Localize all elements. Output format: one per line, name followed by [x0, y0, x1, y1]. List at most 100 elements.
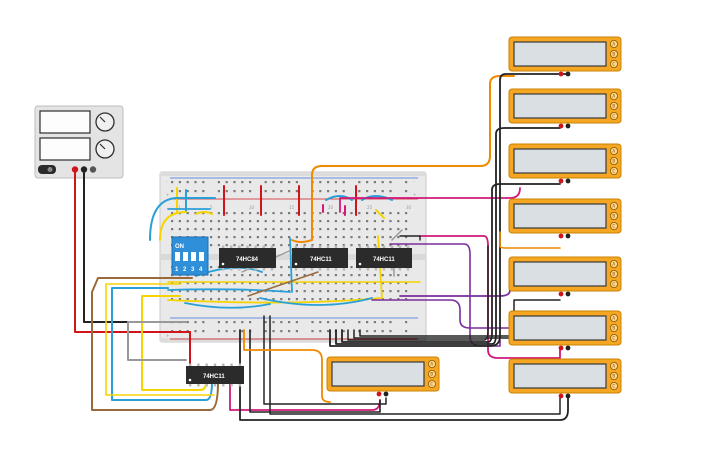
- meter-probe-positive[interactable]: [558, 291, 564, 297]
- breadboard-hole[interactable]: [233, 236, 236, 239]
- wire-black-short[interactable]: [399, 235, 421, 241]
- breadboard-hole[interactable]: [389, 282, 392, 285]
- breadboard-hole[interactable]: [334, 190, 337, 193]
- breadboard-hole[interactable]: [256, 244, 259, 247]
- breadboard-hole[interactable]: [334, 321, 337, 324]
- wire-black-bottom3[interactable]: [263, 315, 387, 405]
- breadboard-hole[interactable]: [249, 212, 252, 215]
- dip-toggle-2[interactable]: [183, 252, 188, 261]
- breadboard-hole[interactable]: [334, 236, 337, 239]
- breadboard-hole[interactable]: [249, 274, 252, 277]
- breadboard-hole[interactable]: [405, 244, 408, 247]
- breadboard-hole[interactable]: [249, 321, 252, 324]
- breadboard-hole[interactable]: [249, 244, 252, 247]
- breadboard-hole[interactable]: [358, 228, 361, 231]
- breadboard-hole[interactable]: [241, 228, 244, 231]
- meter-button[interactable]: [610, 211, 619, 220]
- breadboard-hole[interactable]: [295, 321, 298, 324]
- breadboard-hole[interactable]: [264, 282, 267, 285]
- breadboard-hole[interactable]: [303, 290, 306, 293]
- breadboard-hole[interactable]: [350, 266, 353, 269]
- breadboard-hole[interactable]: [373, 212, 376, 215]
- dip-toggle-4[interactable]: [199, 252, 204, 261]
- breadboard-hole[interactable]: [327, 190, 330, 193]
- meter-button[interactable]: [610, 333, 619, 342]
- wire-black-ground[interactable]: [83, 169, 171, 323]
- breadboard-hole[interactable]: [405, 228, 408, 231]
- breadboard-hole[interactable]: [217, 266, 220, 269]
- breadboard-hole[interactable]: [171, 298, 174, 301]
- breadboard-hole[interactable]: [225, 274, 228, 277]
- breadboard-hole[interactable]: [233, 181, 236, 184]
- meter-button[interactable]: [427, 369, 436, 378]
- meter-button[interactable]: [610, 50, 619, 59]
- breadboard-hole[interactable]: [210, 298, 213, 301]
- breadboard-hole[interactable]: [342, 321, 345, 324]
- breadboard-hole[interactable]: [373, 181, 376, 184]
- breadboard-hole[interactable]: [264, 212, 267, 215]
- breadboard-hole[interactable]: [186, 282, 189, 285]
- breadboard-hole[interactable]: [327, 212, 330, 215]
- breadboard-hole[interactable]: [342, 244, 345, 247]
- breadboard-hole[interactable]: [280, 244, 283, 247]
- breadboard-hole[interactable]: [358, 244, 361, 247]
- chip-u3[interactable]: 74HC11: [356, 248, 412, 268]
- breadboard-hole[interactable]: [405, 181, 408, 184]
- breadboard-hole[interactable]: [272, 330, 275, 333]
- breadboard-hole[interactable]: [264, 321, 267, 324]
- breadboard-hole[interactable]: [319, 290, 322, 293]
- breadboard-hole[interactable]: [303, 298, 306, 301]
- wire-blue-long[interactable]: [149, 197, 216, 241]
- meter-button[interactable]: [610, 146, 619, 155]
- meter-button[interactable]: [610, 201, 619, 210]
- breadboard-hole[interactable]: [334, 181, 337, 184]
- breadboard-hole[interactable]: [405, 220, 408, 223]
- breadboard-hole[interactable]: [381, 228, 384, 231]
- breadboard-hole[interactable]: [264, 228, 267, 231]
- breadboard-hole[interactable]: [280, 236, 283, 239]
- breadboard-hole[interactable]: [217, 274, 220, 277]
- meter-button[interactable]: [610, 102, 619, 111]
- breadboard-hole[interactable]: [311, 330, 314, 333]
- breadboard-hole[interactable]: [288, 244, 291, 247]
- breadboard-hole[interactable]: [178, 282, 181, 285]
- breadboard-hole[interactable]: [342, 274, 345, 277]
- breadboard-hole[interactable]: [225, 212, 228, 215]
- breadboard-hole[interactable]: [264, 274, 267, 277]
- breadboard-hole[interactable]: [241, 274, 244, 277]
- breadboard-hole[interactable]: [334, 212, 337, 215]
- breadboard-hole[interactable]: [171, 190, 174, 193]
- breadboard-hole[interactable]: [241, 212, 244, 215]
- breadboard-hole[interactable]: [249, 298, 252, 301]
- breadboard-hole[interactable]: [358, 321, 361, 324]
- breadboard-hole[interactable]: [327, 321, 330, 324]
- breadboard-hole[interactable]: [350, 244, 353, 247]
- meter-button[interactable]: [610, 279, 619, 288]
- breadboard-hole[interactable]: [327, 220, 330, 223]
- breadboard-hole[interactable]: [241, 244, 244, 247]
- breadboard-hole[interactable]: [397, 298, 400, 301]
- breadboard-hole[interactable]: [217, 190, 220, 193]
- breadboard-hole[interactable]: [389, 298, 392, 301]
- breadboard-hole[interactable]: [311, 290, 314, 293]
- breadboard-hole[interactable]: [194, 190, 197, 193]
- breadboard-hole[interactable]: [272, 228, 275, 231]
- breadboard-hole[interactable]: [303, 212, 306, 215]
- breadboard-hole[interactable]: [249, 236, 252, 239]
- breadboard-hole[interactable]: [373, 220, 376, 223]
- breadboard-hole[interactable]: [178, 298, 181, 301]
- wire-orange-top[interactable]: [311, 75, 515, 241]
- wire-yellow-arc[interactable]: [195, 211, 213, 215]
- breadboard-hole[interactable]: [264, 181, 267, 184]
- breadboard-hole[interactable]: [210, 244, 213, 247]
- breadboard-hole[interactable]: [405, 190, 408, 193]
- breadboard-hole[interactable]: [241, 321, 244, 324]
- breadboard-hole[interactable]: [256, 298, 259, 301]
- power-switch[interactable]: [38, 165, 56, 174]
- wire-blue-mid2[interactable]: [167, 288, 291, 293]
- meter-button[interactable]: [610, 323, 619, 332]
- breadboard-hole[interactable]: [241, 220, 244, 223]
- breadboard-hole[interactable]: [217, 321, 220, 324]
- breadboard-hole[interactable]: [264, 190, 267, 193]
- breadboard-hole[interactable]: [295, 298, 298, 301]
